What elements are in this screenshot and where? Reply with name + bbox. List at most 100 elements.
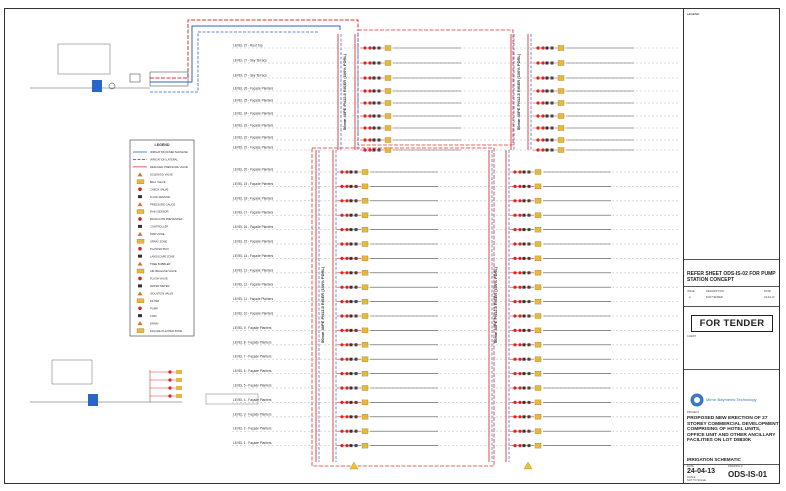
flow-sensor-icon [354, 429, 358, 433]
check-valve-icon [349, 228, 353, 232]
valve-row-upper-right [533, 88, 634, 94]
flow-sensor-icon [527, 372, 531, 376]
ball-valve-icon [518, 343, 522, 347]
planter-zone-icon [176, 378, 182, 382]
ball-valve-icon [368, 46, 372, 50]
valve-row-lower-right [510, 442, 611, 449]
backflow-preventer-icon [88, 394, 98, 406]
ball-valve-icon [518, 213, 522, 217]
legend-item-label: FLUSH VALVE [150, 277, 168, 281]
check-valve-icon [545, 126, 549, 130]
valve-row-lower-left [337, 370, 438, 377]
solenoid-valve-icon [513, 242, 517, 246]
solenoid-valve-icon [513, 256, 517, 260]
ball-valve-icon [345, 199, 349, 203]
valve-row-lower-left [337, 327, 438, 334]
legend-item-label: SPRAY ZONE [150, 239, 167, 243]
check-valve-icon [372, 101, 376, 105]
check-valve-icon [545, 89, 549, 93]
controller-icon [129, 73, 141, 83]
valve-row-lower-right [510, 342, 611, 348]
legend-frame [129, 139, 195, 337]
solenoid-valve-icon [513, 372, 517, 376]
flow-sensor-icon [527, 285, 531, 289]
ball-valve-icon [541, 101, 545, 105]
warning-icon [349, 461, 359, 470]
solenoid-valve-icon [513, 343, 517, 347]
flow-sensor-icon [550, 101, 554, 105]
solenoid-valve-icon [168, 386, 172, 390]
check-valve-icon [372, 76, 376, 80]
ball-valve-icon [345, 372, 349, 376]
planter-zone-icon [361, 356, 369, 362]
planter-zone-icon [534, 385, 542, 391]
flow-sensor-icon [527, 314, 531, 318]
valve-row-lower-left [337, 399, 438, 406]
planter-zone-icon [384, 137, 392, 143]
solenoid-valve-icon [513, 429, 517, 433]
planter-zone-icon [361, 399, 369, 406]
legend-symbol [138, 187, 142, 191]
ball-valve-icon [518, 170, 522, 174]
planter-zone-icon [557, 137, 565, 143]
ball-valve-icon [345, 285, 349, 289]
solenoid-valve-icon [340, 199, 344, 203]
valve-row-lower-left [337, 284, 438, 290]
check-valve-icon [349, 444, 353, 448]
flow-sensor-icon [527, 271, 531, 275]
planter-zone-icon [361, 241, 369, 247]
solenoid-valve-icon [340, 314, 344, 318]
planter-zone-icon [361, 342, 369, 348]
legend-item-label: DRIP ZONE [150, 232, 165, 236]
flow-sensor-icon [354, 271, 358, 275]
planter-zone-icon [361, 385, 369, 391]
planter-zone-icon [534, 284, 542, 290]
legend-symbol [136, 298, 145, 303]
level-label: LEVEL 4 - Façade Planters [233, 398, 272, 402]
flow-sensor-icon [527, 170, 531, 174]
planter-zone-icon [361, 169, 369, 175]
legend-label: LEGEND [687, 12, 700, 16]
level-label: LEVEL 1 - Façade Planters [233, 441, 272, 445]
riser-label: 50mm 40PE PN12.5 RISER (100% PDRL) [320, 266, 325, 343]
ball-valve-icon [541, 46, 545, 50]
supply-main-blue-secondary [150, 31, 318, 93]
ball-valve-icon [518, 256, 522, 260]
ball-valve-icon [345, 415, 349, 419]
upper-zone-boundary [357, 29, 514, 146]
check-valve-icon [349, 386, 353, 390]
valve-row-lower-right [510, 313, 611, 319]
legend-item-label: PUMP [150, 306, 158, 310]
level-label: LEVEL 11 - Façade Planters [233, 297, 273, 301]
solenoid-valve-icon [513, 314, 517, 318]
level-label: LEVEL 16 - Façade Planters [233, 225, 274, 229]
valve-row-upper-right [533, 45, 634, 51]
legend-item-label: CONTROLLER [150, 225, 168, 229]
flow-sensor-icon [550, 89, 554, 93]
controller-label-box [149, 71, 189, 87]
flow-sensor-icon [377, 114, 381, 118]
level-label: LEVEL 8 - Façade Planters [233, 340, 272, 344]
check-valve-icon [545, 148, 549, 152]
legend-symbol [136, 328, 145, 333]
check-valve-icon [522, 444, 526, 448]
legend-symbol [138, 306, 142, 311]
check-valve-icon [522, 314, 526, 318]
planter-zone-icon [384, 113, 392, 119]
valve-row-lower-left [337, 226, 438, 233]
check-valve-icon [349, 415, 353, 419]
check-valve-icon [522, 184, 526, 188]
legend-symbol [138, 284, 142, 288]
solenoid-valve-icon [513, 357, 517, 361]
level-label: LEVEL 13 - Façade Planters [233, 268, 274, 272]
check-valve-icon [349, 372, 353, 376]
legend-symbol [138, 254, 142, 258]
check-valve-icon [349, 184, 353, 188]
flow-sensor-icon [550, 114, 554, 118]
valve-row-upper-left [360, 147, 461, 153]
flow-sensor-icon [354, 372, 358, 376]
date-label: DATE [687, 465, 694, 468]
valve-row-lower-right [510, 356, 611, 362]
planter-zone-icon [361, 212, 369, 218]
ball-valve-icon [541, 89, 545, 93]
